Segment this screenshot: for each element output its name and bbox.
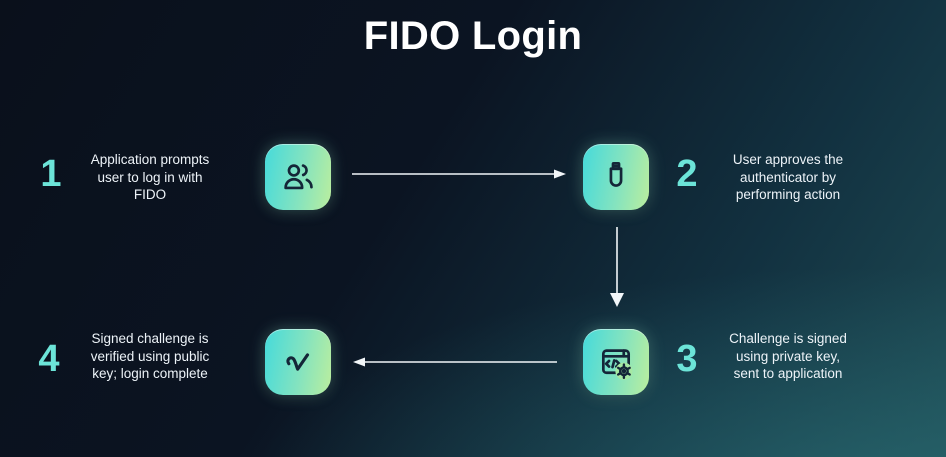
users-icon: [284, 164, 313, 190]
arrow-step3-to-step4: [353, 357, 557, 367]
step-2-description: User approves the authenticator by perfo…: [732, 152, 844, 202]
step-2-tile: [583, 144, 649, 210]
usb-security-key-icon: [609, 162, 623, 187]
page-title: FIDO Login: [363, 14, 583, 58]
step-1-number: 1: [40, 153, 62, 195]
code-window-gear-icon: [601, 349, 633, 380]
step-3-number: 3: [676, 338, 698, 380]
step-2-number: 2: [676, 153, 698, 195]
step-3-tile: [583, 329, 649, 395]
arrow-step1-to-step2: [352, 169, 566, 179]
step-4-description: Signed challenge is verified using publi…: [90, 331, 210, 381]
step-3-description: Challenge is signed using private key, s…: [729, 331, 847, 381]
step-1-tile: [265, 144, 331, 210]
step-4-number: 4: [38, 338, 60, 380]
arrow-step2-to-step3: [610, 227, 624, 307]
check-icon: [286, 353, 310, 371]
step-4-tile: [265, 329, 331, 395]
step-1-description: Application prompts user to log in with …: [90, 152, 210, 202]
